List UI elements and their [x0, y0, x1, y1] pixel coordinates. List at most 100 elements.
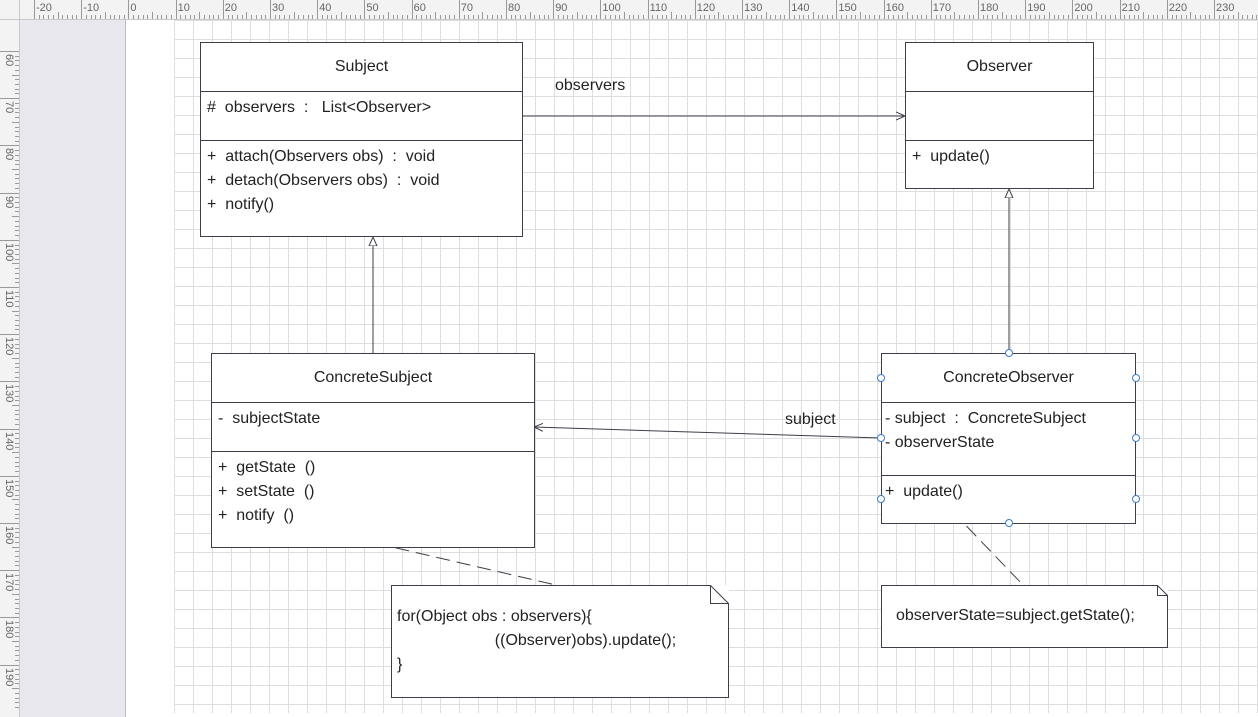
selection-handle-right-lower[interactable]	[1132, 495, 1140, 503]
ruler-minor-tick	[12, 74, 19, 76]
ruler-minor-tick	[71, 15, 73, 19]
ruler-minor-tick	[156, 15, 158, 19]
ruler-minor-tick	[1029, 15, 1031, 19]
ruler-minor-tick	[15, 508, 19, 510]
ruler-minor-tick	[543, 15, 545, 19]
ruler-minor-tick	[15, 438, 19, 440]
ruler-tick-label: 130	[3, 384, 15, 403]
ruler-minor-tick	[855, 15, 857, 19]
ruler-minor-tick	[15, 93, 19, 95]
ruler-minor-tick	[15, 565, 19, 567]
class-observer[interactable]: Observer + update()	[905, 42, 1094, 189]
ruler-minor-tick	[1020, 15, 1022, 19]
operation-row: + update()	[912, 148, 990, 165]
ruler-minor-tick	[15, 390, 19, 392]
ruler-minor-tick	[15, 140, 19, 142]
ruler-minor-tick	[982, 15, 984, 19]
ruler-minor-tick	[15, 579, 19, 581]
ruler-minor-tick	[534, 15, 536, 19]
note-notify-implementation[interactable]: for(Object obs : observers){ ((Observer)…	[391, 585, 729, 698]
class-subject[interactable]: Subject # observers : List<Observer> + a…	[200, 42, 523, 237]
note-line: ((Observer)obs).update();	[397, 632, 677, 649]
ruler-minor-tick	[12, 499, 19, 501]
ruler-minor-tick	[76, 15, 78, 19]
ruler-tick-label: 70	[3, 101, 15, 114]
ruler-minor-tick	[1228, 15, 1230, 19]
selection-handle-left-upper[interactable]	[877, 374, 885, 382]
ruler-minor-tick	[170, 15, 172, 19]
ruler-minor-tick	[15, 362, 19, 364]
ruler-minor-tick	[1190, 12, 1192, 19]
ruler-minor-tick	[15, 197, 19, 199]
operation-row: + detach(Observers obs) : void	[207, 172, 440, 189]
ruler-minor-tick	[996, 15, 998, 19]
ruler-minor-tick	[1067, 15, 1069, 19]
class-concrete-subject[interactable]: ConcreteSubject - subjectState + getStat…	[211, 353, 535, 548]
operation-row: + notify ()	[218, 507, 295, 524]
ruler-minor-tick	[15, 489, 19, 491]
ruler-minor-tick	[793, 15, 795, 19]
ruler-minor-tick	[609, 15, 611, 19]
ruler-minor-tick	[15, 324, 19, 326]
ruler-minor-tick	[15, 220, 19, 222]
ruler-minor-tick	[1237, 12, 1239, 19]
ruler-minor-tick	[189, 15, 191, 19]
ruler-minor-tick	[1081, 15, 1083, 19]
ruler-minor-tick	[968, 15, 970, 19]
ruler-tick	[222, 0, 224, 19]
ruler-minor-tick	[118, 15, 120, 19]
ruler-minor-tick	[449, 15, 451, 19]
ruler-minor-tick	[576, 12, 578, 19]
ruler-minor-tick	[624, 12, 625, 19]
ruler-minor-tick	[15, 253, 19, 255]
ruler-minor-tick	[15, 79, 19, 81]
ruler-minor-tick	[397, 15, 399, 19]
ruler-minor-tick	[373, 15, 375, 19]
ruler-minor-tick	[756, 15, 758, 19]
selection-handle-right-middle[interactable]	[1132, 434, 1140, 442]
ruler-minor-tick	[52, 15, 54, 19]
ruler-minor-tick	[15, 343, 19, 345]
ruler-tick	[81, 0, 83, 19]
selection-handle-left-lower[interactable]	[877, 495, 885, 503]
ruler-minor-tick	[406, 15, 408, 19]
ruler-minor-tick	[208, 15, 210, 19]
ruler-minor-tick	[959, 15, 961, 19]
ruler-tick-label: 10	[177, 2, 190, 14]
ruler-tick	[742, 0, 743, 19]
ruler-minor-tick	[15, 371, 19, 373]
ruler-minor-tick	[15, 650, 19, 652]
ruler-minor-tick	[265, 15, 267, 19]
ruler-tick	[978, 0, 979, 19]
ruler-minor-tick	[567, 15, 569, 19]
selection-handle-right-upper[interactable]	[1132, 374, 1140, 382]
ruler-minor-tick	[279, 15, 281, 19]
selection-handle-left-middle[interactable]	[877, 434, 885, 442]
selection-handle-bottom[interactable]	[1005, 519, 1013, 527]
ruler-corner	[0, 0, 20, 20]
ruler-minor-tick	[704, 15, 706, 19]
ruler-minor-tick	[15, 589, 19, 591]
ruler-minor-tick	[1091, 15, 1093, 19]
selection-handle-top[interactable]	[1005, 349, 1013, 357]
ruler-minor-tick	[1147, 15, 1149, 19]
ruler-minor-tick	[12, 593, 19, 595]
ruler-minor-tick	[15, 183, 19, 185]
ruler-minor-tick	[15, 433, 19, 435]
ruler-minor-tick	[808, 15, 810, 19]
ruler-minor-tick	[973, 15, 975, 19]
ruler-minor-tick	[15, 301, 19, 303]
ruler-minor-tick	[850, 15, 852, 19]
ruler-minor-tick	[402, 15, 404, 19]
ruler-tick	[1166, 0, 1168, 19]
ruler-minor-tick	[1157, 15, 1159, 19]
class-concrete-observer[interactable]: ConcreteObserver - subject : ConcreteSub…	[881, 353, 1136, 524]
ruler-minor-tick	[15, 348, 19, 350]
operation-row: + getState ()	[218, 459, 316, 476]
ruler-minor-tick	[298, 15, 300, 19]
note-update-implementation[interactable]: observerState=subject.getState();	[881, 585, 1168, 648]
ruler-minor-tick	[723, 15, 725, 19]
ruler-minor-tick	[15, 230, 19, 232]
ruler-minor-tick	[779, 15, 781, 19]
ruler-minor-tick	[12, 641, 19, 642]
